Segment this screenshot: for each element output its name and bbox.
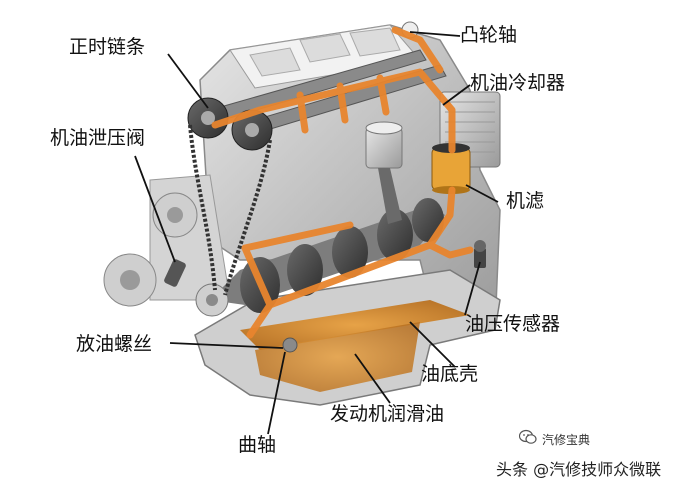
wechat-icon <box>519 429 537 444</box>
label-oil-pressure-sensor: 油压传感器 <box>465 313 561 335</box>
label-drain-plug: 放油螺丝 <box>76 333 153 355</box>
oil-pan <box>194 269 501 406</box>
label-camshaft: 凸轮轴 <box>460 24 518 46</box>
piston <box>365 121 403 224</box>
label-oil-pan: 油底壳 <box>421 363 479 385</box>
label-engine-oil: 发动机润滑油 <box>330 403 445 425</box>
oil-relief-valve <box>164 259 186 287</box>
oil-pressure-sensor-part <box>474 240 486 268</box>
timing-chain-assembly <box>187 97 273 296</box>
watermark-source: 头条 @汽修技师众微联 <box>496 460 662 479</box>
label-oil-relief-valve: 机油泄压阀 <box>50 127 146 149</box>
label-oil-cooler: 机油冷却器 <box>470 72 566 94</box>
label-timing-chain: 正时链条 <box>69 36 146 58</box>
label-oil-filter: 机滤 <box>506 190 545 212</box>
watermark-channel: 汽修宝典 <box>542 433 591 447</box>
leader-lines <box>134 31 499 435</box>
label-crankshaft: 曲轴 <box>238 434 277 456</box>
oil-flow-paths <box>211 26 474 339</box>
